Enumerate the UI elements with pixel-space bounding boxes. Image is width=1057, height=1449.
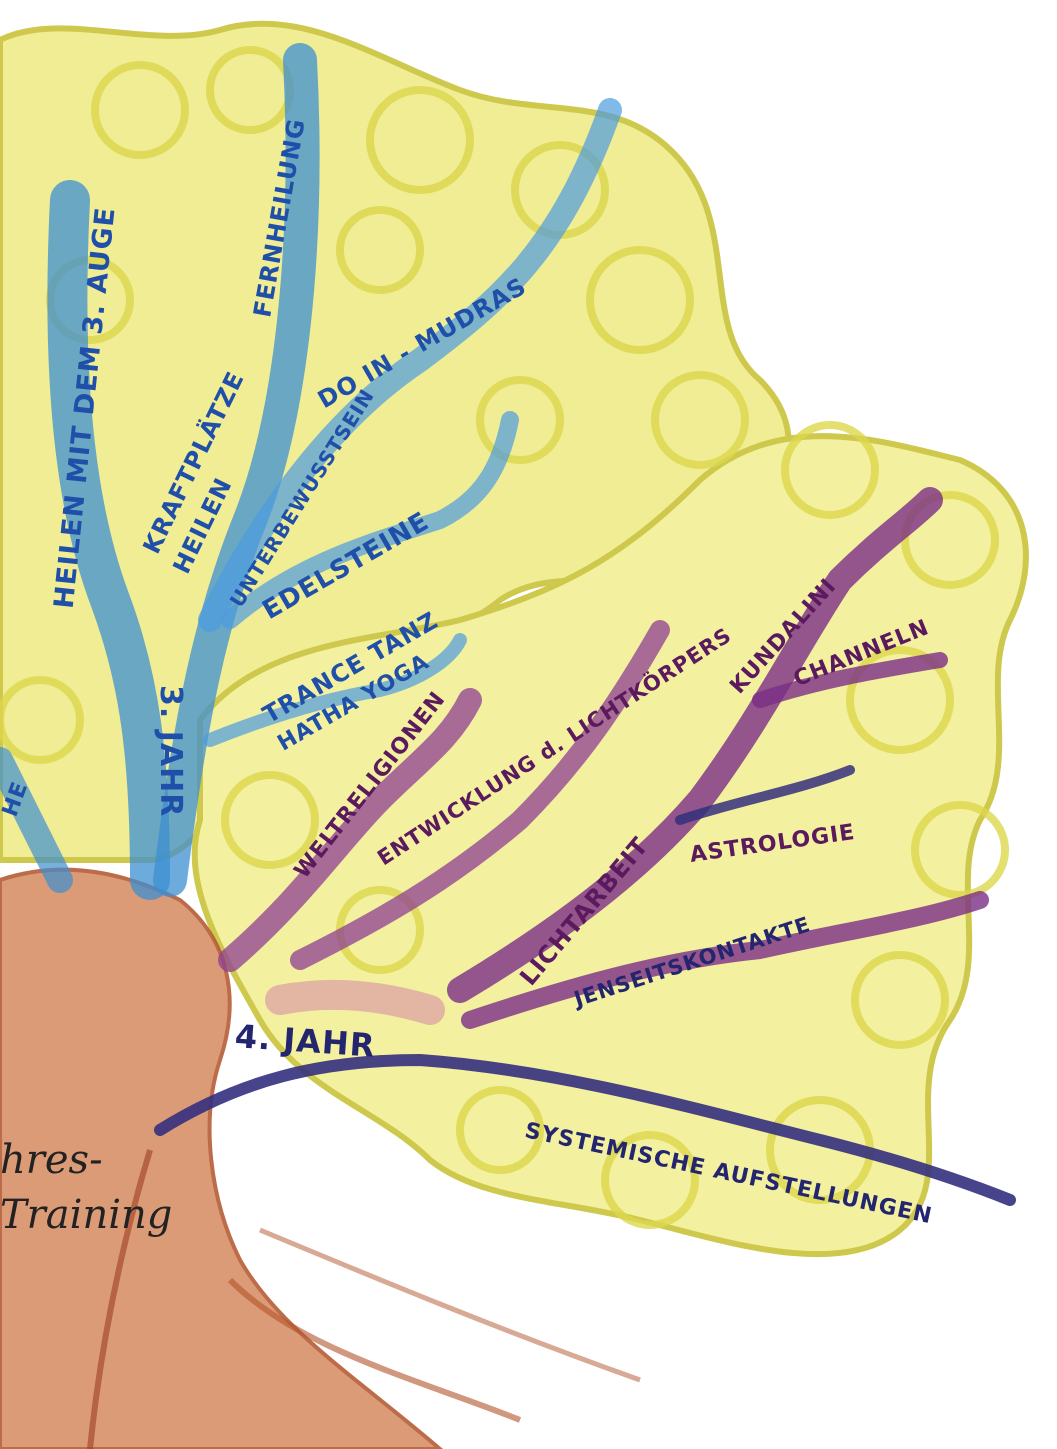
year4-label: 4. JAHR [234, 1020, 377, 1062]
training-label-line1: hres- [0, 1140, 103, 1180]
training-label-line2: Training [0, 1195, 172, 1235]
year3-label: 3. JAHR [155, 685, 185, 817]
